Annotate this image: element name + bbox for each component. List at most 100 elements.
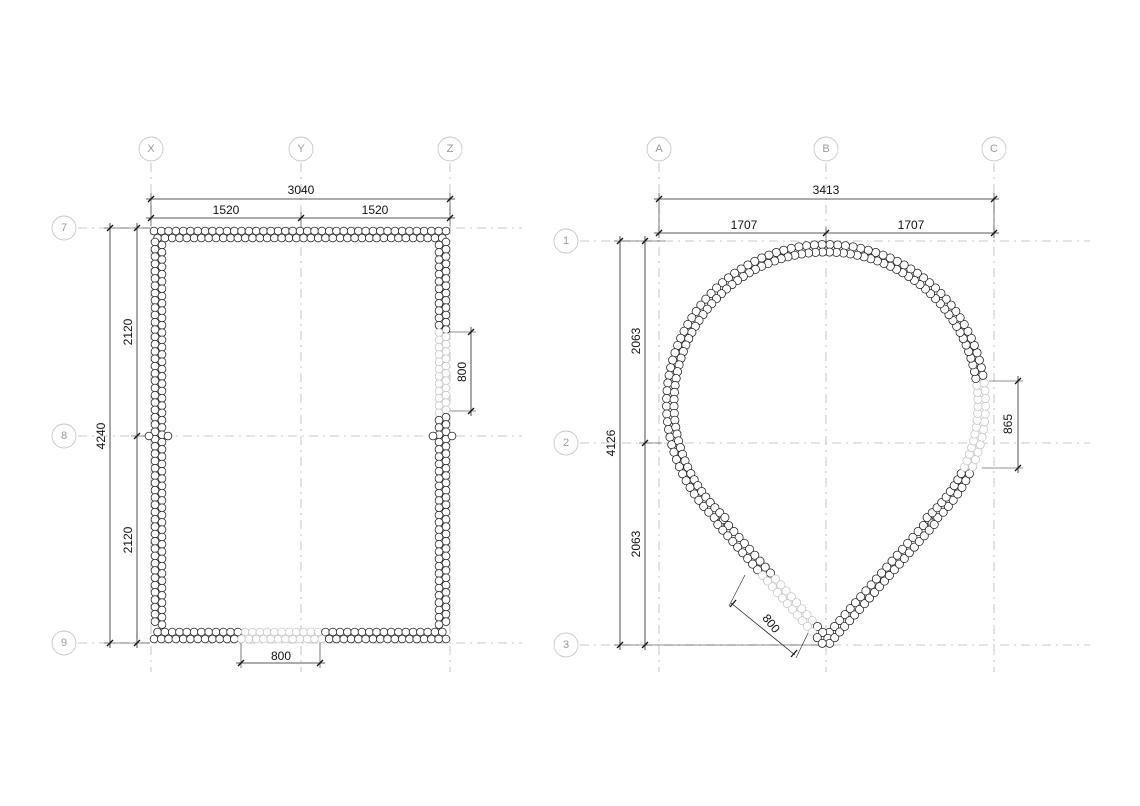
wall-log bbox=[809, 240, 819, 250]
wall-log bbox=[350, 627, 359, 637]
wall-log bbox=[724, 521, 734, 530]
door-log bbox=[786, 592, 796, 602]
door-log bbox=[763, 576, 773, 586]
wall-log bbox=[833, 240, 843, 250]
drop-log-walls bbox=[662, 240, 990, 648]
wall-log bbox=[150, 412, 160, 422]
door-log bbox=[303, 634, 312, 644]
door-log bbox=[434, 364, 444, 374]
wall-log bbox=[434, 459, 444, 469]
door-log bbox=[251, 634, 261, 644]
wall-log bbox=[441, 515, 451, 524]
wall-log bbox=[434, 503, 444, 513]
door-log bbox=[441, 369, 451, 378]
wall-log bbox=[903, 538, 913, 548]
wall-log bbox=[879, 576, 889, 586]
door-log bbox=[441, 405, 451, 415]
wall-log bbox=[717, 278, 727, 288]
wall-log bbox=[376, 634, 385, 644]
wall-log bbox=[150, 266, 160, 276]
wall-log bbox=[835, 616, 845, 626]
wall-log bbox=[150, 566, 160, 575]
door-log bbox=[434, 401, 444, 410]
wall-log bbox=[441, 573, 451, 583]
wall-log bbox=[865, 593, 875, 603]
wall-log bbox=[929, 520, 939, 529]
door-log bbox=[434, 342, 444, 352]
wall-log bbox=[434, 321, 444, 330]
wall-log bbox=[150, 580, 160, 590]
wall-log bbox=[230, 226, 239, 236]
wall-log bbox=[941, 294, 951, 304]
door-log bbox=[981, 401, 990, 411]
wall-log bbox=[441, 318, 451, 327]
wall-log bbox=[157, 255, 167, 264]
wall-log bbox=[157, 306, 167, 315]
wall-log bbox=[150, 325, 160, 334]
wall-log bbox=[434, 226, 443, 236]
wall-log bbox=[662, 386, 672, 396]
door-log bbox=[773, 587, 782, 597]
wall-log bbox=[430, 233, 440, 243]
wall-log bbox=[408, 233, 418, 243]
wall-log bbox=[357, 627, 367, 637]
wall-log bbox=[277, 233, 286, 243]
door-log bbox=[441, 347, 451, 356]
wall-log bbox=[150, 296, 160, 305]
wall-log bbox=[390, 226, 400, 236]
wall-log bbox=[748, 559, 758, 569]
wall-log bbox=[150, 500, 160, 510]
wall-log bbox=[160, 627, 170, 637]
door-log bbox=[284, 627, 294, 637]
wall-log bbox=[434, 248, 444, 257]
wall-log bbox=[441, 281, 451, 291]
wall-log bbox=[434, 306, 444, 315]
door-log bbox=[441, 391, 451, 400]
wall-log bbox=[434, 532, 444, 542]
wall-log bbox=[157, 547, 167, 556]
wall-log bbox=[943, 501, 953, 511]
wall-log bbox=[379, 233, 389, 243]
wall-log bbox=[434, 613, 444, 622]
wall-log bbox=[157, 248, 167, 257]
wall-log bbox=[434, 452, 444, 461]
wall-log bbox=[416, 627, 425, 637]
wall-log bbox=[830, 633, 840, 643]
wall-log bbox=[441, 274, 451, 283]
wall-log bbox=[365, 233, 374, 243]
door-log bbox=[292, 627, 301, 637]
wall-log bbox=[434, 576, 444, 586]
wall-log bbox=[328, 233, 338, 243]
wall-log bbox=[150, 369, 160, 378]
wall-log bbox=[434, 415, 444, 425]
grid-label: Y bbox=[297, 143, 305, 155]
wall-log bbox=[150, 245, 160, 254]
wall-log bbox=[357, 233, 367, 243]
wall-log bbox=[200, 634, 210, 644]
wall-log bbox=[310, 226, 319, 236]
wall-log bbox=[884, 570, 894, 580]
wall-log bbox=[182, 627, 192, 637]
wall-log bbox=[441, 588, 451, 597]
wall-log bbox=[818, 627, 828, 637]
wall-log bbox=[150, 281, 160, 291]
wall-log bbox=[835, 627, 845, 637]
wall-log bbox=[284, 233, 294, 243]
wall-log bbox=[153, 627, 162, 637]
wall-log bbox=[825, 240, 835, 250]
wall-log bbox=[397, 226, 407, 236]
wall-log bbox=[855, 604, 865, 614]
drop-grid-bubbles: A B C 1 2 3 bbox=[553, 136, 1007, 658]
wall-log bbox=[317, 226, 327, 236]
wall-log bbox=[157, 328, 167, 337]
wall-log bbox=[743, 553, 753, 563]
wall-log bbox=[871, 574, 881, 584]
door-log bbox=[434, 350, 444, 359]
door-log bbox=[313, 627, 323, 637]
dim-label: 1520 bbox=[213, 203, 240, 217]
wall-log bbox=[441, 412, 451, 422]
wall-log bbox=[718, 525, 728, 535]
wall-log bbox=[150, 464, 160, 473]
wall-log bbox=[441, 522, 451, 531]
